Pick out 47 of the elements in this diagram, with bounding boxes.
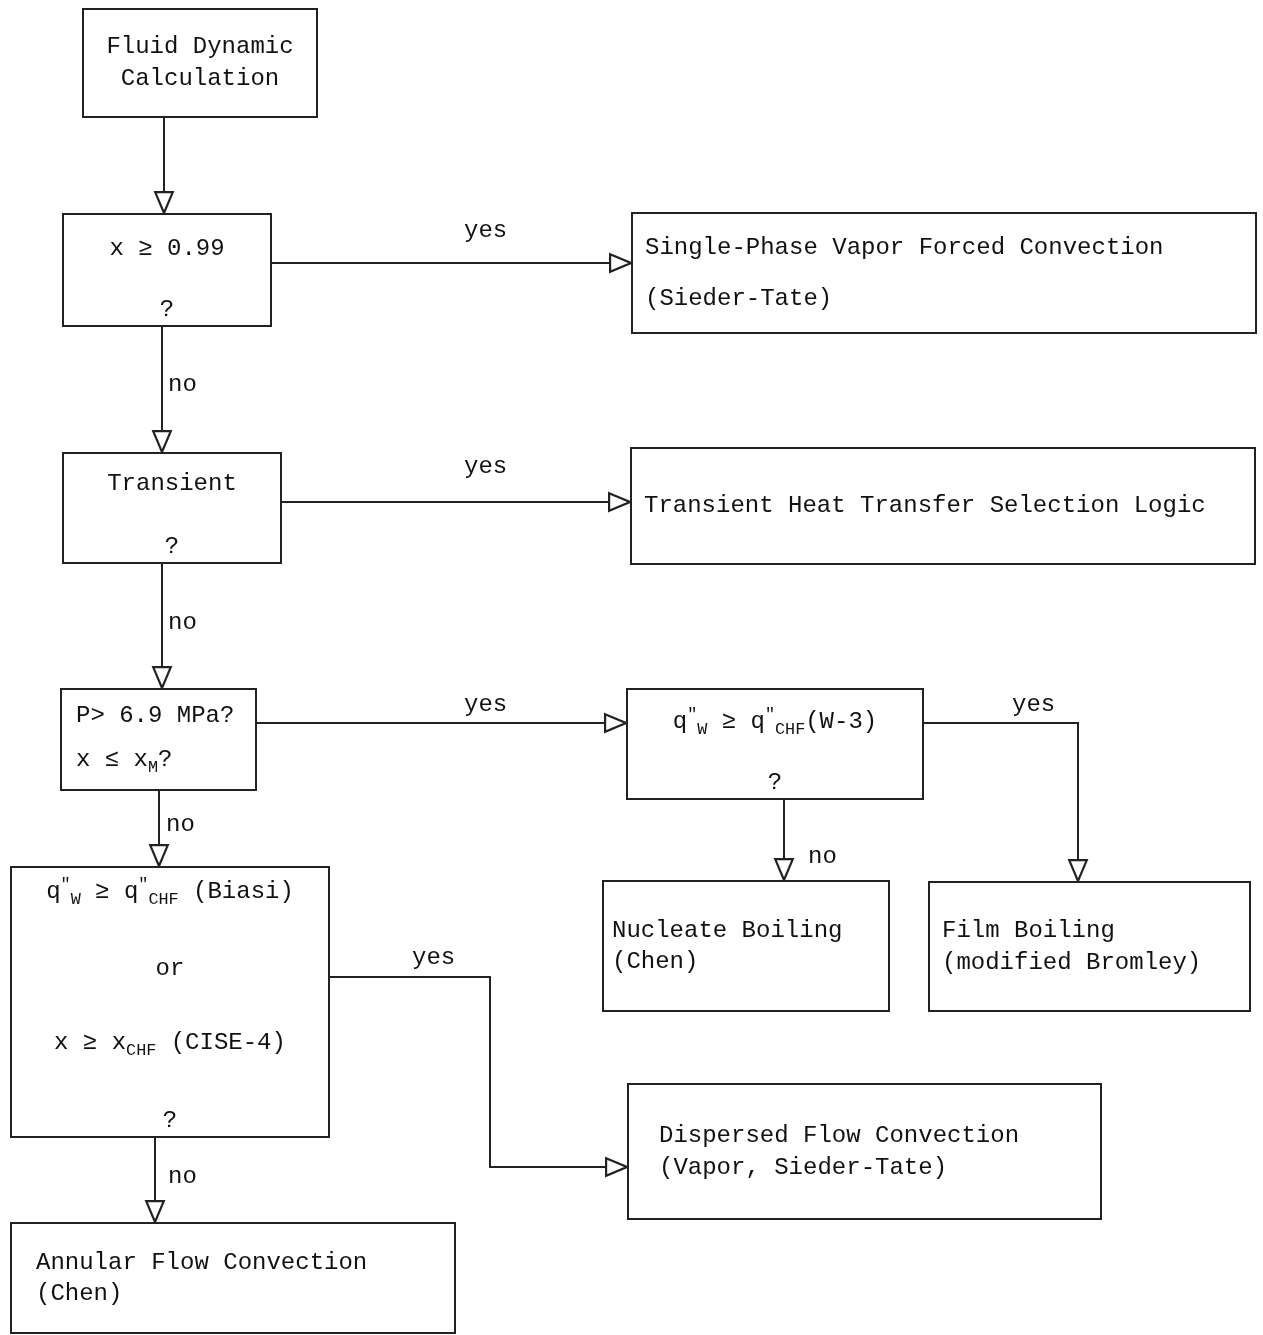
box-text: ? [159, 294, 175, 325]
arrow [256, 713, 628, 733]
process-box [10, 1222, 456, 1334]
process-box [626, 688, 924, 800]
box-text: Fluid Dynamic Calculation [105, 31, 295, 94]
box-text: (Chen) [612, 947, 699, 977]
box-text: (Sieder-Tate) [645, 283, 833, 314]
arrow [152, 563, 172, 690]
process-box [928, 881, 1251, 1012]
process-box [631, 212, 1257, 334]
box-text: (Vapor, Sieder-Tate) [659, 1152, 948, 1183]
arrow [774, 799, 794, 882]
process-box [627, 1083, 1102, 1220]
process-box [62, 213, 272, 327]
arrow [923, 722, 1088, 883]
process-box [602, 880, 890, 1012]
box-text: q$^{″}$$_{W}$ ≥ q$^{″}$$_{CHF}$ (Biasi) [46, 874, 294, 911]
box-text: ? [164, 531, 180, 562]
arrow [271, 253, 633, 273]
process-box [10, 866, 330, 1138]
box-text: Dispersed Flow Convection [659, 1121, 1020, 1152]
process-box [630, 447, 1256, 565]
arrow [154, 117, 174, 215]
box-text: (Chen) [36, 1279, 123, 1309]
box-text: Transient [107, 469, 237, 499]
box-text: x ≤ x$_{M}$? [76, 745, 173, 779]
arrow [145, 1137, 165, 1224]
process-box [82, 8, 318, 118]
process-box [60, 688, 257, 791]
box-text: Single-Phase Vapor Forced Convection [645, 232, 1164, 263]
box-text: ? [767, 767, 783, 798]
box-text: x ≥ 0.99 [109, 234, 225, 264]
box-text: P> 6.9 MPa? [76, 701, 235, 732]
box-text: x ≥ x$_{CHF}$ (CISE-4) [54, 1028, 286, 1062]
process-box [62, 452, 282, 564]
arrow [149, 790, 169, 868]
box-text: Annular Flow Convection [36, 1247, 368, 1278]
arrow [152, 326, 172, 454]
box-text: q$^{″}$$_{W}$ ≥ q$^{″}$$_{CHF}$(W-3) [672, 704, 878, 741]
box-text: Nucleate Boiling [612, 915, 843, 946]
box-text: ? [162, 1105, 178, 1136]
box-text: Film Boiling [942, 916, 1115, 947]
box-text: or [155, 954, 185, 985]
arrow [281, 492, 632, 512]
box-text: Transient Heat Transfer Selection Logic [644, 491, 1206, 521]
arrow [329, 976, 629, 1177]
box-text: (modified Bromley) [942, 947, 1202, 978]
